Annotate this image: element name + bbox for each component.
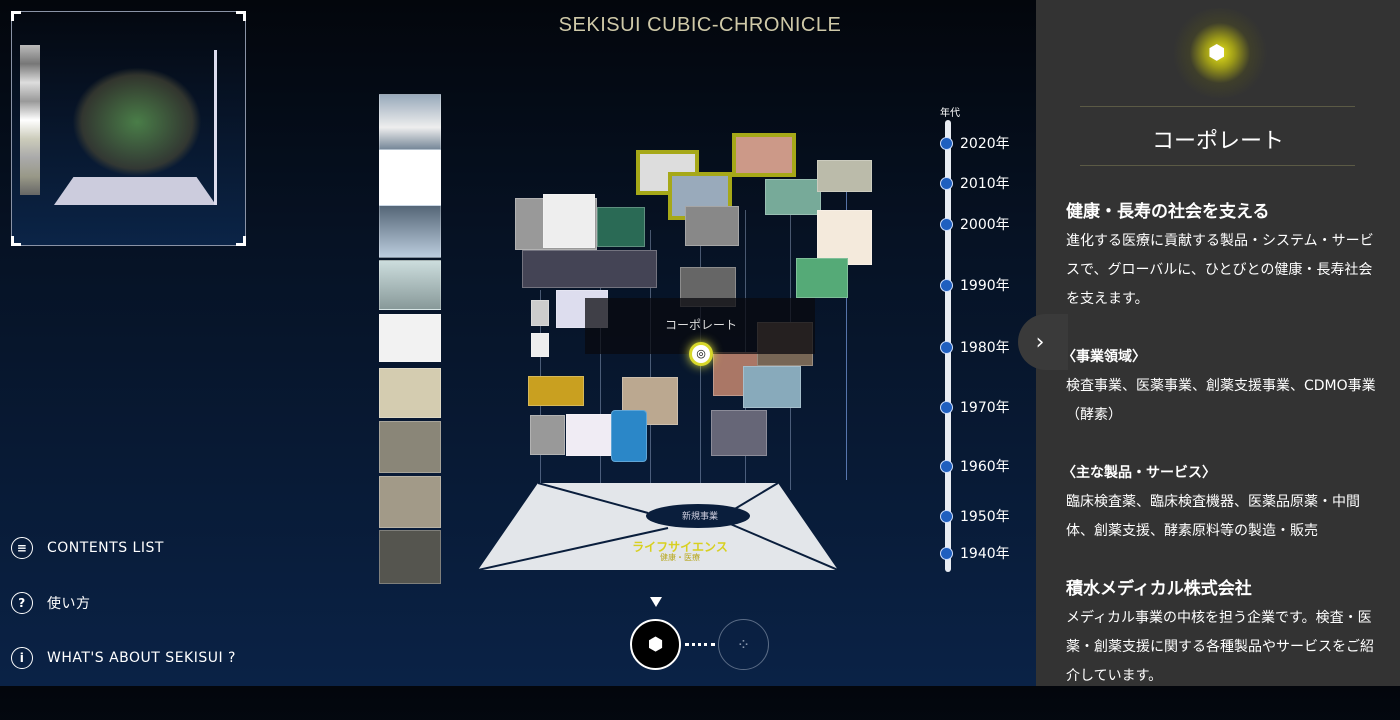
timeline-year[interactable]: 1990年 [940, 275, 1010, 295]
photo[interactable] [379, 368, 441, 418]
photo[interactable] [379, 476, 441, 528]
photo[interactable] [611, 410, 647, 462]
corporate-pin-icon[interactable]: ◎ [689, 342, 713, 366]
year-label: 2010年 [960, 176, 1010, 192]
photo[interactable] [528, 376, 584, 406]
history-photo-strip [379, 94, 443, 584]
question-icon: ? [11, 592, 33, 614]
year-label: 1990年 [960, 278, 1010, 294]
photo[interactable] [817, 210, 872, 265]
photo[interactable] [531, 300, 549, 326]
year-label: 1960年 [960, 459, 1010, 475]
timeline-year[interactable]: 1950年 [940, 506, 1010, 526]
corporate-cube-icon: ⬢ [1170, 8, 1270, 98]
popup-label: コーポレート [665, 318, 738, 332]
floor-center-label: 新規事業 [681, 512, 718, 522]
photo[interactable] [379, 150, 441, 205]
photo[interactable] [685, 206, 739, 246]
circles-icon: ⁘ [736, 635, 751, 654]
year-label: 1950年 [960, 509, 1010, 525]
photo[interactable] [732, 133, 796, 177]
timeline-year[interactable]: 2010年 [940, 173, 1010, 193]
timeline-year[interactable]: 2000年 [940, 214, 1010, 234]
timeline-dot-icon [940, 459, 953, 473]
photo[interactable] [543, 194, 595, 248]
timeline-dot-icon [940, 217, 953, 231]
timeline-dot-icon [940, 278, 953, 292]
photo[interactable] [379, 260, 441, 310]
year-label: 2000年 [960, 217, 1010, 233]
photo[interactable] [379, 421, 441, 473]
photo[interactable] [530, 415, 565, 455]
chevron-right-icon: › [1035, 329, 1045, 355]
floor-front-sub: 健康・医療 [660, 553, 700, 562]
panel-heading: 健康・長寿の社会を支える [1066, 202, 1270, 222]
photo[interactable] [379, 530, 441, 584]
photo[interactable] [796, 258, 848, 298]
cube-view-button[interactable]: ⬢ [630, 619, 681, 670]
products-title: 〈主な製品・サービス〉 [1062, 465, 1216, 481]
year-label: 1940年 [960, 546, 1010, 562]
timeline-dot-icon [940, 509, 953, 523]
photo[interactable] [597, 207, 645, 247]
how-to-use-link[interactable]: ? 使い方 [11, 592, 91, 614]
year-label: 1970年 [960, 400, 1010, 416]
photo[interactable] [743, 366, 801, 408]
timeline-year[interactable]: 1960年 [940, 456, 1010, 476]
timeline-dot-icon [940, 136, 953, 150]
timeline-dot-icon [940, 340, 953, 354]
timeline-dot-icon [940, 176, 953, 190]
list-icon: ≡ [11, 537, 33, 559]
business-text: 検査事業、医薬事業、創薬支援事業、CDMO事業（酵素） [1066, 378, 1376, 423]
products-text: 臨床検査薬、臨床検査機器、医薬品原薬・中間体、創薬支援、酵素原料等の製造・販売 [1066, 494, 1360, 539]
photo[interactable] [711, 410, 767, 456]
timeline-year[interactable]: 2020年 [940, 133, 1010, 153]
year-label: 2020年 [960, 136, 1010, 152]
timeline-year[interactable]: 1980年 [940, 337, 1010, 357]
cube-icon: ⬢ [647, 634, 664, 655]
photo[interactable] [817, 160, 872, 192]
info-icon: i [11, 647, 33, 669]
timeline-year[interactable]: 1970年 [940, 397, 1010, 417]
photo[interactable] [379, 205, 441, 258]
panel-content[interactable]: 健康・長寿の社会を支える 進化する医療に貢献する製品・システム・サービスで、グロ… [1062, 198, 1376, 720]
menu-label: CONTENTS LIST [47, 540, 164, 556]
connector [685, 643, 715, 646]
floor-front-label: ライフサイエンス [632, 540, 728, 554]
menu-label: WHAT'S ABOUT SEKISUI ? [47, 650, 236, 666]
photo[interactable] [765, 179, 821, 215]
about-sekisui-link[interactable]: i WHAT'S ABOUT SEKISUI ? [11, 647, 236, 669]
panel-category-title: コーポレート [1151, 129, 1284, 154]
menu-label: 使い方 [47, 596, 91, 612]
timeline-year[interactable]: 1940年 [940, 543, 1010, 563]
active-indicator-icon [650, 597, 662, 607]
company-description: メディカル事業の中核を担う企業です。検査・医薬・創薬支援に関する各種製品やサービ… [1066, 610, 1374, 684]
photo[interactable] [379, 314, 441, 362]
timeline-dot-icon [940, 546, 953, 560]
contents-list-link[interactable]: ≡ CONTENTS LIST [11, 537, 164, 559]
photo[interactable] [566, 414, 614, 456]
photo[interactable] [379, 94, 441, 150]
timeline-title: 年代 [940, 108, 960, 119]
photo[interactable] [531, 333, 549, 357]
detail-panel [1036, 0, 1400, 686]
business-title: 〈事業領域〉 [1062, 349, 1146, 365]
category-floor[interactable] [478, 483, 838, 570]
app-title: SEKISUI CUBIC-CHRONICLE [558, 14, 842, 36]
photo[interactable] [522, 250, 657, 288]
panel-description: 進化する医療に貢献する製品・システム・サービスで、グローバルに、ひとびとの健康・… [1066, 233, 1374, 307]
timeline-dot-icon [940, 400, 953, 414]
company-name: 積水メディカル株式会社 [1066, 579, 1252, 599]
panel-toggle-button[interactable]: › [1018, 314, 1068, 370]
circle-view-button[interactable]: ⁘ [718, 619, 769, 670]
year-label: 1980年 [960, 340, 1010, 356]
minimap[interactable] [11, 11, 246, 246]
